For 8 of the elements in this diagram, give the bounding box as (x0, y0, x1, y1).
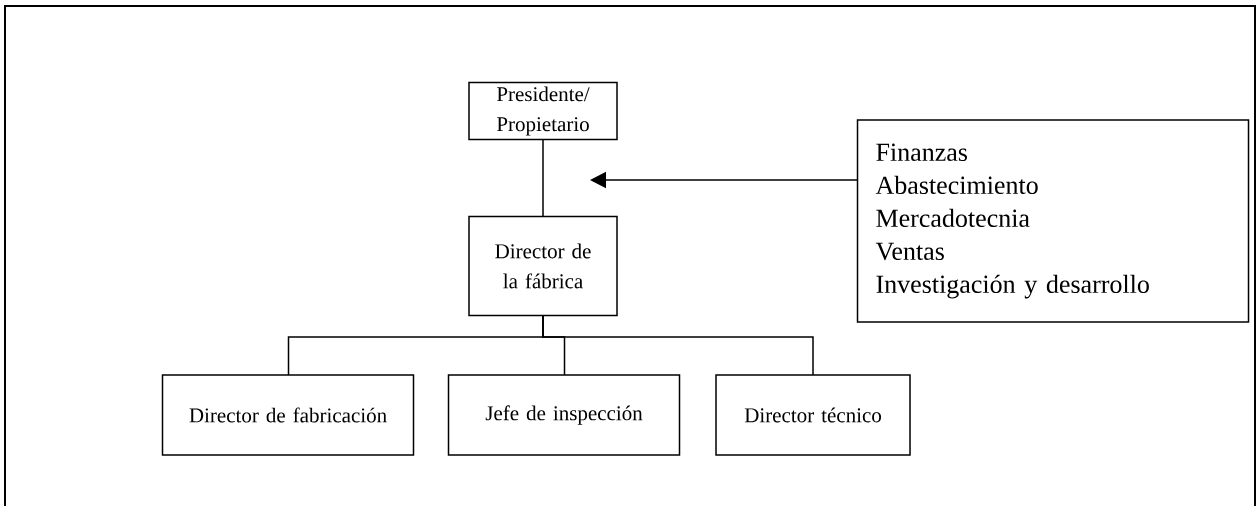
role-box: Director de la fábrica (468, 215, 618, 317)
role-box: Jefe de inspección (447, 374, 681, 456)
list-box: Finanzas Abastecimiento Mercadotecnia Ventas Investigación y desarrollo (856, 119, 1250, 323)
role-box: Director de fabricación (161, 374, 415, 456)
connector (542, 315, 814, 376)
connector (542, 139, 544, 218)
role-box: Presidente/ Propietario (468, 81, 618, 141)
role-box: Director técnico (715, 374, 911, 456)
